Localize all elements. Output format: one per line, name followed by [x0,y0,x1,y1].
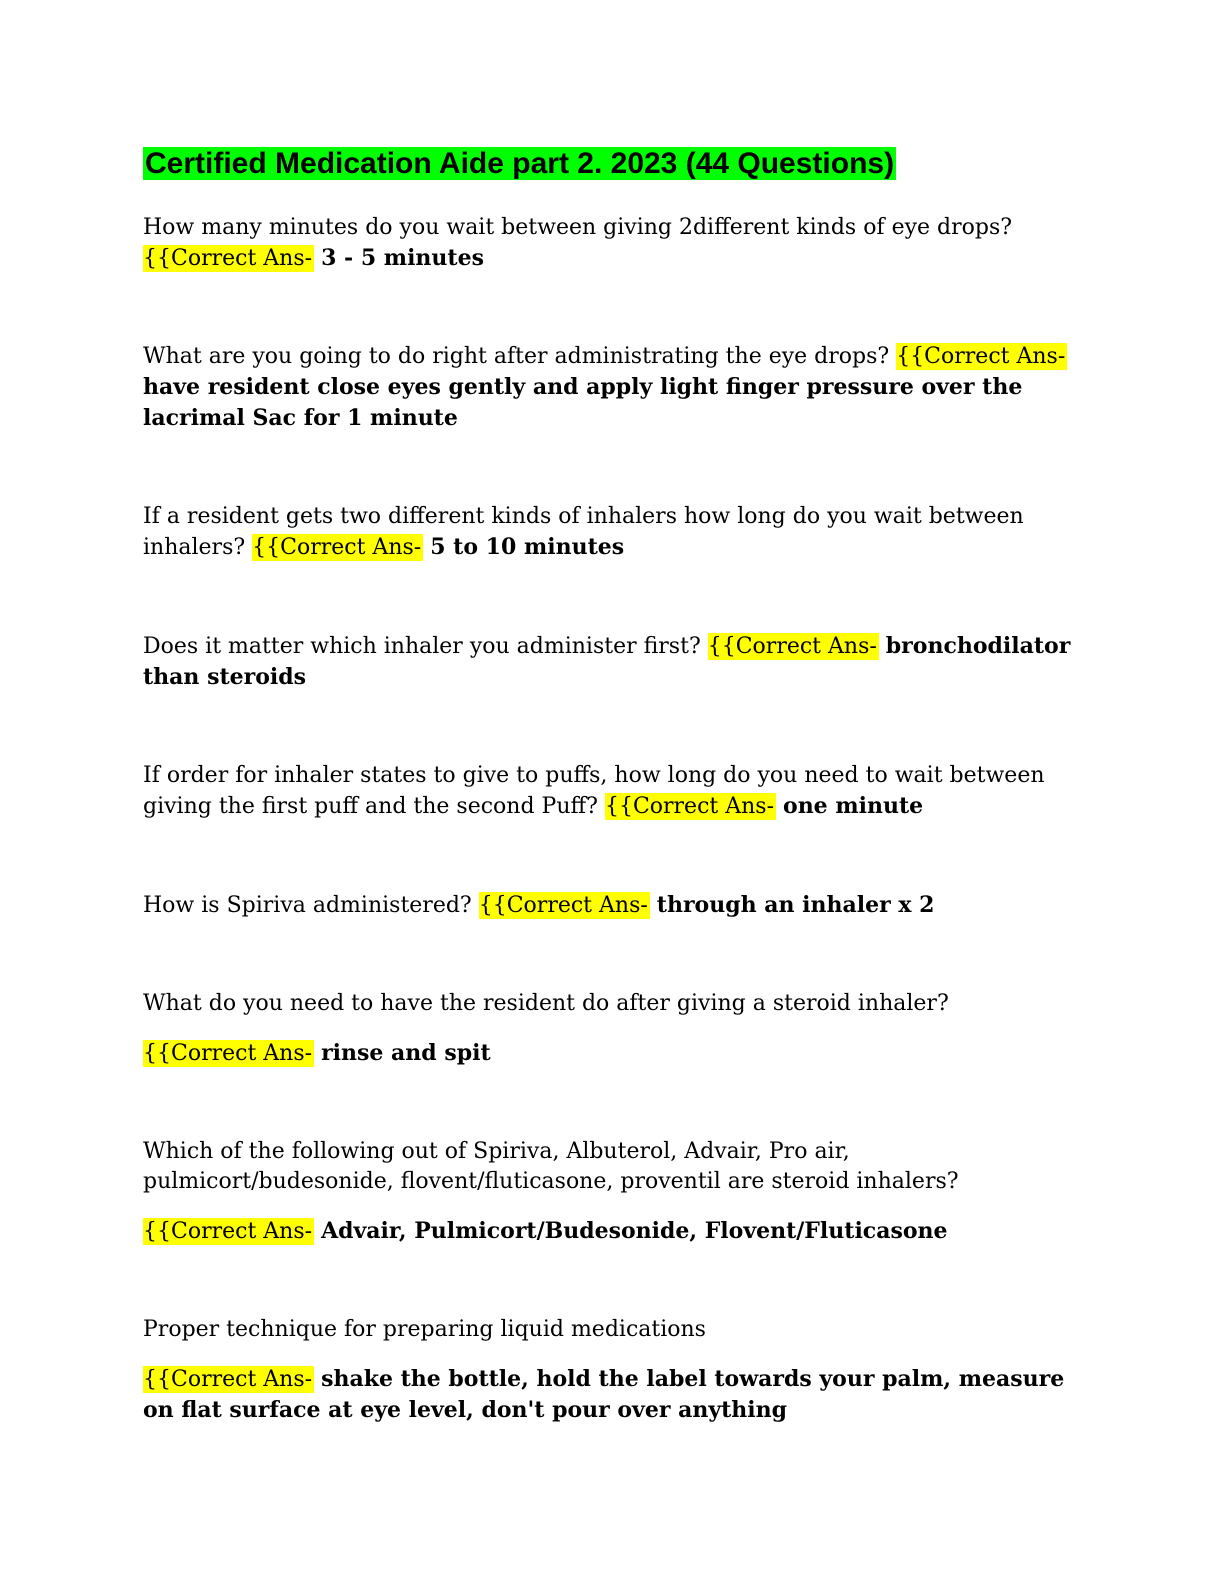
answer-paragraph: {{Correct Ans- rinse and spit [143,1038,1079,1069]
answer-text: 5 to 10 minutes [430,534,625,560]
qa-block: How many minutes do you wait between giv… [143,213,1079,274]
title-highlight: Certified Medication Aide part 2. 2023 (… [143,147,897,180]
question-paragraph: Which of the following out of Spiriva, A… [143,1137,1079,1197]
question-text: Does it matter which inhaler you adminis… [143,634,701,659]
correct-answer-label: {{Correct Ans- [478,892,650,919]
correct-answer-label: {{Correct Ans- [252,534,424,561]
qa-block: Does it matter which inhaler you adminis… [143,631,1079,693]
question-text: What do you need to have the resident do… [143,991,949,1016]
qa-block: If a resident gets two different kinds o… [143,502,1079,563]
correct-answer-label: {{Correct Ans- [143,245,315,272]
answer-text: one minute [783,793,924,819]
answer-text: 3 - 5 minutes [321,245,484,271]
qa-block: If order for inhaler states to give to p… [143,761,1079,822]
answer-text: have resident close eyes gently and appl… [143,374,1023,431]
answer-text: through an inhaler x 2 [656,892,935,918]
question-paragraph: How many minutes do you wait between giv… [143,213,1079,274]
answer-text: shake the bottle, hold the label towards… [143,1366,1065,1423]
question-paragraph: If order for inhaler states to give to p… [143,761,1079,822]
answer-text: rinse and spit [321,1040,491,1066]
answer-paragraph: {{Correct Ans- shake the bottle, hold th… [143,1364,1079,1426]
question-paragraph: Proper technique for preparing liquid me… [143,1315,1079,1345]
question-paragraph: What are you going to do right after adm… [143,342,1079,434]
answer-paragraph: {{Correct Ans- Advair, Pulmicort/Budeson… [143,1216,1079,1247]
correct-answer-label: {{Correct Ans- [707,633,879,660]
question-paragraph: What do you need to have the resident do… [143,989,1079,1019]
correct-answer-label: {{Correct Ans- [143,1218,315,1245]
answer-text: bronchodilator than steroids [143,633,1071,690]
correct-answer-label: {{Correct Ans- [604,793,777,820]
qa-block: What are you going to do right after adm… [143,342,1079,434]
question-paragraph: How is Spiriva administered? {{Correct A… [143,890,1079,921]
question-text: Proper technique for preparing liquid me… [143,1317,706,1342]
page-title: Certified Medication Aide part 2. 2023 (… [143,142,1079,186]
qa-list: How many minutes do you wait between giv… [143,213,1079,1426]
qa-block: Which of the following out of Spiriva, A… [143,1137,1079,1247]
question-text: Which of the following out of Spiriva, A… [143,1139,959,1194]
question-paragraph: If a resident gets two different kinds o… [143,502,1079,563]
question-paragraph: Does it matter which inhaler you adminis… [143,631,1079,693]
question-text: If order for inhaler states to give to p… [143,763,1045,819]
correct-answer-label: {{Correct Ans- [143,1366,315,1393]
question-text: How is Spiriva administered? [143,893,472,918]
qa-block: How is Spiriva administered? {{Correct A… [143,890,1079,921]
question-text: How many minutes do you wait between giv… [143,215,1013,240]
question-text: If a resident gets two different kinds o… [143,504,1024,560]
qa-block: What do you need to have the resident do… [143,989,1079,1069]
qa-block: Proper technique for preparing liquid me… [143,1315,1079,1426]
correct-answer-label: {{Correct Ans- [143,1040,315,1067]
correct-answer-label: {{Correct Ans- [896,343,1068,370]
answer-text: Advair, Pulmicort/Budesonide, Flovent/Fl… [321,1218,948,1244]
question-text: What are you going to do right after adm… [143,344,890,369]
